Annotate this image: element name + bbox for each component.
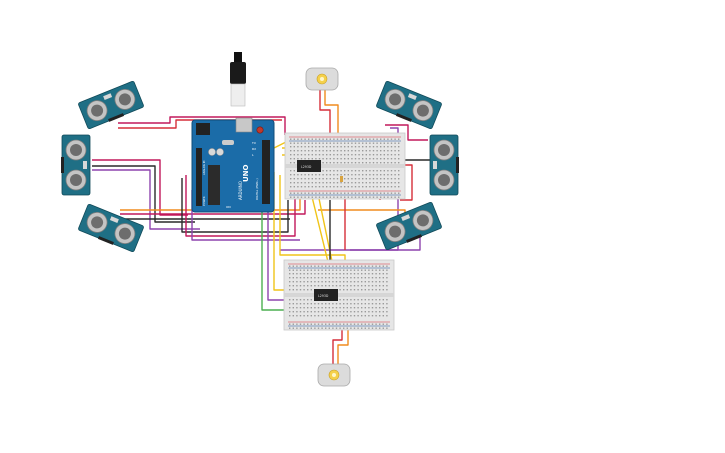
wire — [92, 159, 188, 216]
l293d-chip-top — [297, 160, 321, 172]
analog-label: ANALOG IN — [202, 161, 206, 175]
tx-label: TX — [251, 141, 256, 145]
reset-button[interactable] — [256, 126, 264, 134]
ic-top-label: L293D — [301, 165, 312, 169]
usb-cable — [234, 52, 242, 64]
dc-motor-top[interactable] — [305, 67, 339, 91]
ultrasonic-sensor-left[interactable] — [60, 134, 91, 196]
wire — [324, 90, 339, 158]
board-logo: UNO — [242, 164, 250, 182]
arduino-uno-board[interactable]: UNO ARDUINO TX RX L ON DIGITAL (PWM~) PO… — [191, 52, 275, 213]
power-label: POWER — [202, 196, 206, 206]
rx-label: RX — [252, 147, 256, 151]
ultrasonic-sensor-right[interactable] — [429, 134, 460, 196]
wire — [118, 116, 286, 135]
atmega-chip — [208, 165, 220, 205]
wire — [181, 178, 289, 233]
wire — [319, 90, 331, 150]
digital-header — [262, 140, 270, 204]
breadboard-holes — [289, 265, 388, 329]
l293d-chip-bottom — [314, 289, 338, 301]
ic-bottom-label: L293D — [318, 294, 329, 298]
resistor — [340, 176, 343, 182]
wire — [120, 196, 301, 211]
wire — [261, 165, 285, 311]
ultrasonic-sensor-icon — [375, 80, 443, 131]
ultrasonic-sensor-bottom-right[interactable] — [375, 201, 443, 252]
wire — [385, 124, 428, 141]
wire — [400, 164, 413, 201]
ultrasonic-sensor-icon — [375, 201, 443, 252]
usb-port — [235, 117, 253, 133]
breadboard-top[interactable]: L293D — [284, 132, 406, 200]
l-label: L — [252, 153, 254, 157]
digital-label: DIGITAL (PWM~) — [255, 178, 259, 200]
board-brand: ARDUINO — [238, 181, 243, 200]
on-label: ON — [226, 205, 231, 209]
power-jack — [196, 123, 210, 135]
dc-motor-bottom[interactable] — [317, 363, 351, 387]
breadboard-bottom[interactable]: L293D — [283, 259, 395, 331]
wire — [92, 165, 195, 223]
ultrasonic-sensor-top-right[interactable] — [375, 80, 443, 131]
ultrasonic-sensor-icon — [60, 134, 91, 196]
power-header — [196, 148, 202, 206]
ultrasonic-sensor-icon — [77, 203, 145, 254]
ultrasonic-sensor-bottom-left[interactable] — [77, 203, 145, 254]
ultrasonic-sensor-icon — [429, 134, 460, 196]
wire — [185, 175, 296, 237]
wire — [92, 169, 200, 230]
